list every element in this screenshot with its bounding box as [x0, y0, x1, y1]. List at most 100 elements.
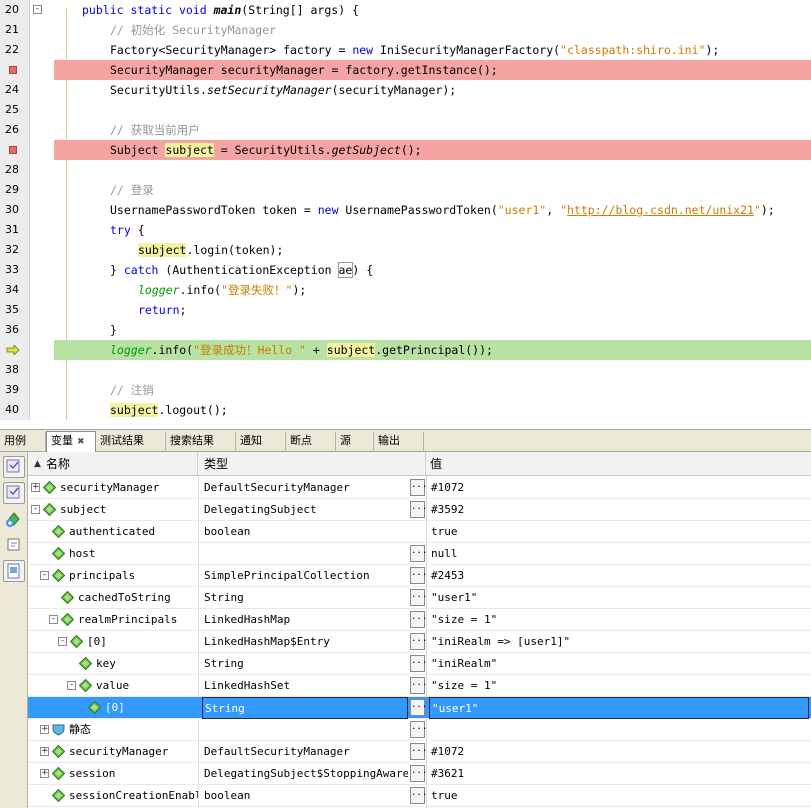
- name-cell[interactable]: +securityManager: [28, 477, 198, 499]
- close-icon[interactable]: ✖: [77, 437, 85, 447]
- line-gutter[interactable]: 26: [0, 120, 30, 140]
- code-line[interactable]: Subject subject = SecurityUtils.getSubje…: [0, 140, 811, 160]
- value-cell[interactable]: true: [431, 789, 458, 802]
- value-cell[interactable]: "size = 1": [431, 679, 498, 692]
- value-cell[interactable]: #1072: [431, 481, 465, 494]
- expand-icon[interactable]: +: [40, 724, 49, 734]
- value-cell[interactable]: "iniRealm => [user1]": [431, 635, 571, 648]
- code-line[interactable]: SecurityManager securityManager = factor…: [0, 60, 811, 80]
- table-row[interactable]: host...null: [28, 543, 811, 565]
- tab-6[interactable]: 源: [336, 432, 374, 452]
- name-cell[interactable]: authenticated: [28, 521, 198, 543]
- edit-value-button[interactable]: ...: [410, 721, 427, 738]
- expand-icon[interactable]: +: [31, 482, 40, 492]
- code-line[interactable]: 36}: [0, 320, 811, 340]
- value-cell[interactable]: #2453: [431, 569, 465, 582]
- value-cell[interactable]: "size = 1": [431, 613, 498, 626]
- name-cell[interactable]: cachedToString: [28, 587, 198, 609]
- value-cell[interactable]: #3592: [431, 503, 465, 516]
- variables-icon[interactable]: [3, 560, 25, 582]
- line-gutter[interactable]: 40: [0, 400, 30, 420]
- edit-value-button[interactable]: ...: [410, 699, 427, 716]
- line-gutter[interactable]: [0, 60, 30, 80]
- table-row[interactable]: -[0]LinkedHashMap$Entry..."iniRealm => […: [28, 631, 811, 653]
- name-cell[interactable]: key: [28, 653, 198, 675]
- value-cell[interactable]: "user1": [431, 591, 478, 604]
- line-gutter[interactable]: 24: [0, 80, 30, 100]
- code-line[interactable]: 38: [0, 360, 811, 380]
- line-gutter[interactable]: 21: [0, 20, 30, 40]
- name-cell[interactable]: host: [28, 543, 198, 565]
- code-line[interactable]: 21// 初始化 SecurityManager: [0, 20, 811, 40]
- expand-icon[interactable]: +: [40, 768, 49, 778]
- tab-1[interactable]: 变量✖: [46, 431, 96, 453]
- code-editor[interactable]: 20-public static void main(String[] args…: [0, 0, 811, 425]
- value-cell[interactable]: #3621: [431, 767, 465, 780]
- line-gutter[interactable]: 31: [0, 220, 30, 240]
- code-line[interactable]: 28: [0, 160, 811, 180]
- edit-value-button[interactable]: ...: [410, 501, 427, 518]
- edit-value-button[interactable]: ...: [410, 677, 427, 694]
- collapse-icon[interactable]: -: [40, 571, 49, 580]
- collapse-icon[interactable]: -: [49, 615, 58, 624]
- name-cell[interactable]: -value: [28, 675, 198, 697]
- value-cell[interactable]: "user1": [429, 697, 809, 719]
- name-cell[interactable]: +session: [28, 763, 198, 785]
- line-gutter[interactable]: 20: [0, 0, 30, 20]
- name-cell[interactable]: +securityManager: [28, 741, 198, 763]
- filter-icon[interactable]: [3, 456, 25, 478]
- line-gutter[interactable]: [0, 340, 30, 360]
- name-cell[interactable]: [0]: [28, 697, 198, 719]
- name-cell[interactable]: -[0]: [28, 631, 198, 653]
- table-row[interactable]: [0]String..."user1": [28, 697, 811, 719]
- tab-2[interactable]: 测试结果: [96, 432, 166, 452]
- line-gutter[interactable]: 39: [0, 380, 30, 400]
- name-cell[interactable]: -principals: [28, 565, 198, 587]
- value-cell[interactable]: null: [431, 547, 458, 560]
- header-name[interactable]: ▲ 名称: [28, 452, 198, 476]
- name-cell[interactable]: -subject: [28, 499, 198, 521]
- code-line[interactable]: 33} catch (AuthenticationException ae) {: [0, 260, 811, 280]
- value-cell[interactable]: #1072: [431, 745, 465, 758]
- code-line[interactable]: 39// 注销: [0, 380, 811, 400]
- table-row[interactable]: +静态...: [28, 719, 811, 741]
- edit-value-button[interactable]: ...: [410, 655, 427, 672]
- collapse-icon[interactable]: -: [67, 681, 76, 690]
- value-cell[interactable]: true: [431, 525, 458, 538]
- table-row[interactable]: sessionCreationEnabledboolean...true: [28, 785, 811, 807]
- edit-value-button[interactable]: ...: [410, 765, 427, 782]
- line-gutter[interactable]: 36: [0, 320, 30, 340]
- line-gutter[interactable]: 33: [0, 260, 30, 280]
- step-icon[interactable]: [3, 534, 25, 556]
- code-line[interactable]: 29// 登录: [0, 180, 811, 200]
- line-gutter[interactable]: 29: [0, 180, 30, 200]
- expand-icon[interactable]: +: [40, 746, 49, 756]
- header-value[interactable]: 值: [430, 457, 443, 471]
- tab-3[interactable]: 搜索结果: [166, 432, 236, 452]
- code-line[interactable]: 20-public static void main(String[] args…: [0, 0, 811, 20]
- tab-4[interactable]: 通知: [236, 432, 286, 452]
- edit-value-button[interactable]: ...: [410, 743, 427, 760]
- line-gutter[interactable]: 22: [0, 40, 30, 60]
- edit-value-button[interactable]: ...: [410, 611, 427, 628]
- tab-5[interactable]: 断点: [286, 432, 336, 452]
- tab-7[interactable]: 输出: [374, 432, 424, 452]
- collapse-icon[interactable]: -: [58, 637, 67, 646]
- breakpoint-icon[interactable]: [9, 66, 17, 74]
- name-cell[interactable]: -realmPrincipals: [28, 609, 198, 631]
